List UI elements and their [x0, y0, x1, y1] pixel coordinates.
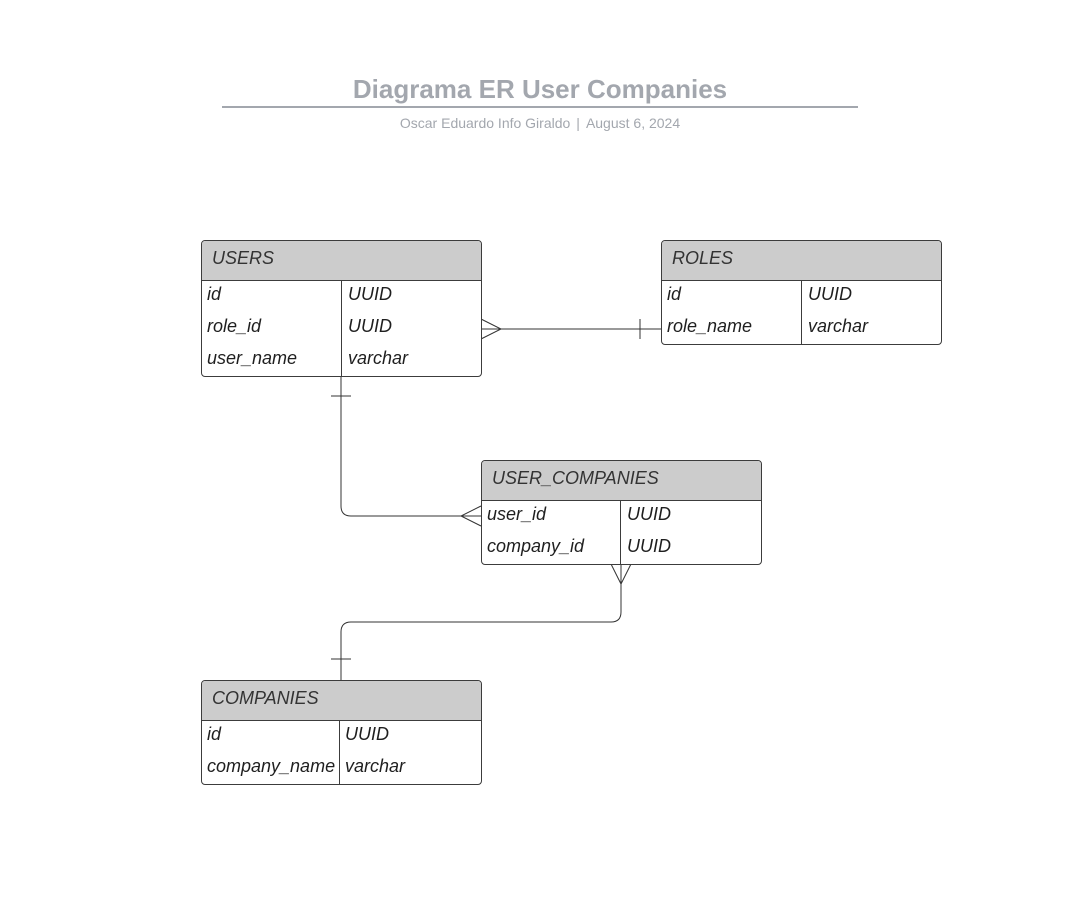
diagram-date: August 6, 2024 — [585, 115, 681, 131]
rel-users-user-companies-line — [340, 376, 481, 517]
column-divider — [341, 281, 342, 376]
author-name: Oscar Eduardo Info Giraldo — [399, 115, 571, 131]
subtitle-separator: | — [576, 115, 580, 131]
crowfoot-many-icon — [610, 563, 632, 586]
entity-roles[interactable]: ROLES id UUID role_name varchar — [661, 240, 942, 345]
table-row: user_name varchar — [202, 346, 481, 376]
title-divider — [222, 106, 858, 108]
column-divider — [339, 721, 340, 784]
field-type: UUID — [627, 504, 671, 524]
field-name: id — [667, 284, 682, 304]
field-type: varchar — [348, 348, 409, 368]
rel-users-user-companies[interactable] — [331, 376, 482, 527]
entity-name: USER_COMPANIES — [482, 461, 761, 501]
field-type: UUID — [627, 536, 671, 556]
field-type: varchar — [345, 756, 406, 776]
diagram-title: Diagrama ER User Companies — [352, 74, 728, 104]
field-name: id — [207, 724, 222, 744]
field-type: UUID — [808, 284, 852, 304]
entity-user-companies[interactable]: USER_COMPANIES user_id UUID company_id U… — [481, 460, 762, 565]
table-row: id UUID — [202, 722, 481, 754]
field-name: role_name — [667, 316, 753, 336]
field-name: user_id — [487, 504, 547, 524]
entity-name: USERS — [202, 241, 481, 281]
field-name: id — [207, 284, 222, 304]
field-name: user_name — [207, 348, 298, 368]
rel-user-companies-companies-line — [340, 564, 622, 680]
table-row: company_name varchar — [202, 754, 481, 784]
rel-users-roles[interactable] — [480, 318, 661, 340]
field-type: UUID — [348, 284, 392, 304]
entity-name: ROLES — [662, 241, 941, 281]
field-type: UUID — [348, 316, 392, 336]
column-divider — [801, 281, 802, 344]
column-divider — [620, 501, 621, 564]
crowfoot-many-icon — [459, 505, 482, 527]
table-row: id UUID — [662, 282, 941, 314]
field-type: UUID — [345, 724, 389, 744]
diagram-subtitle: Oscar Eduardo Info Giraldo | August 6, 202… — [222, 115, 858, 131]
table-row: role_id UUID — [202, 314, 481, 346]
field-name: role_id — [207, 316, 262, 336]
entity-users[interactable]: USERS id UUID role_id UUID user_name var… — [201, 240, 482, 377]
crowfoot-many-icon — [480, 318, 503, 340]
table-row: company_id UUID — [482, 534, 761, 564]
entity-companies[interactable]: COMPANIES id UUID company_name varchar — [201, 680, 482, 785]
field-type: varchar — [808, 316, 869, 336]
table-row: user_id UUID — [482, 502, 761, 534]
field-name: company_name — [207, 756, 336, 776]
entity-name: COMPANIES — [202, 681, 481, 721]
table-row: role_name varchar — [662, 314, 941, 344]
rel-user-companies-companies[interactable] — [331, 563, 632, 680]
table-row: id UUID — [202, 282, 481, 314]
field-name: company_id — [487, 536, 585, 556]
